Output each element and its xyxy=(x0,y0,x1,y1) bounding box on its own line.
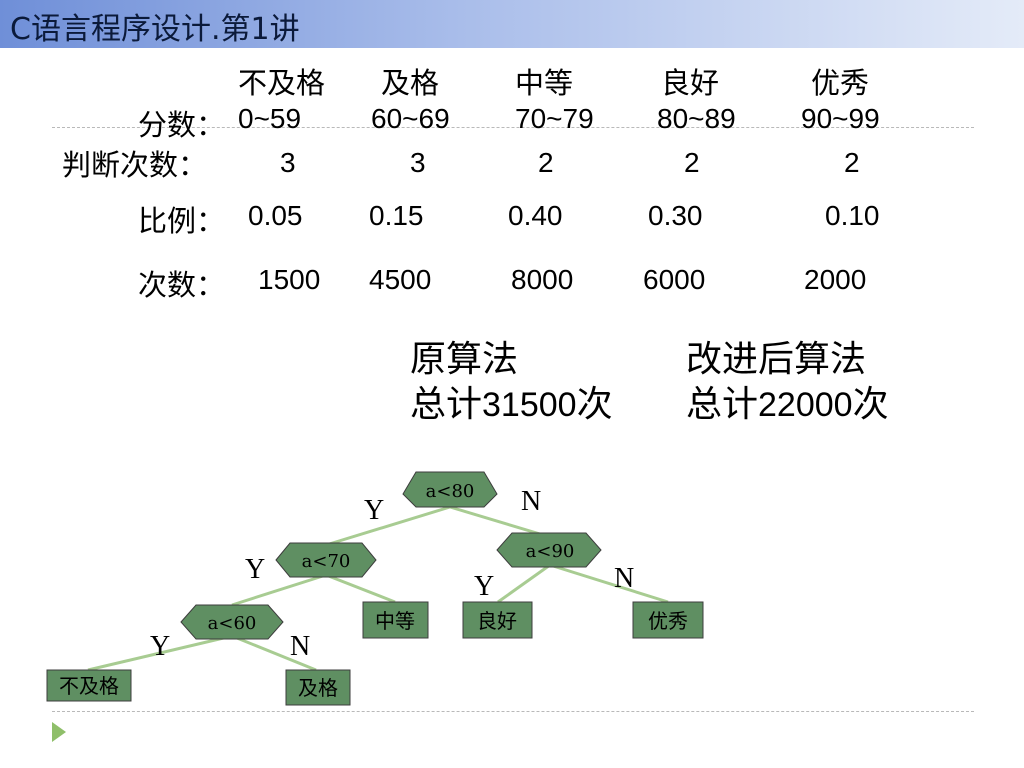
count-value: 6000 xyxy=(643,264,706,295)
branch-label-no: N xyxy=(521,486,541,517)
leaf-node-zhongdeng: 中等 xyxy=(362,601,429,639)
score-range: 70~79 xyxy=(515,103,594,134)
checks-row-label: 判断次数： xyxy=(62,148,208,182)
leaf-node-shape xyxy=(285,669,351,706)
condition-node-shape xyxy=(275,542,377,578)
ratio-value: 0.15 xyxy=(369,200,424,231)
leaf-node-shape xyxy=(46,669,132,702)
branch-label-yes: Y xyxy=(364,495,384,526)
improved-algorithm-title: 改进后算法 xyxy=(686,339,867,380)
grade-label: 不及格 xyxy=(238,66,326,100)
leaf-label: 不及格 xyxy=(59,674,119,698)
count-row-label: 次数： xyxy=(138,268,226,302)
edge-a90-lianghao xyxy=(497,563,551,604)
branch-label-yes: Y xyxy=(150,631,170,662)
edge-a60-jige xyxy=(231,634,317,672)
original-algorithm-title: 原算法 xyxy=(410,339,519,380)
condition-node-shape xyxy=(402,471,498,508)
branch-label-no: N xyxy=(290,631,310,662)
leaf-node-shape xyxy=(462,601,533,639)
leaf-node-shape xyxy=(362,601,429,639)
ratio-value: 0.30 xyxy=(648,200,703,231)
ratio-value: 0.10 xyxy=(825,200,880,231)
slide-header: C语言程序设计.第1讲 xyxy=(0,0,1024,48)
edge-a80-a90 xyxy=(449,505,551,539)
leaf-label: 中等 xyxy=(375,609,415,633)
improved-total-suffix: 次 xyxy=(852,384,889,425)
ratio-value: 0.05 xyxy=(248,200,303,231)
tree-edges xyxy=(87,505,669,672)
divider-top xyxy=(52,127,974,128)
divider-bottom xyxy=(52,711,974,712)
count-value: 8000 xyxy=(511,264,574,295)
branch-label-no: N xyxy=(614,563,634,594)
leaf-node-jige: 及格 xyxy=(285,669,351,706)
condition-node-a60: a<60 xyxy=(180,604,284,640)
score-range: 60~69 xyxy=(371,103,450,134)
grade-label: 中等 xyxy=(515,66,574,100)
condition-label: a<80 xyxy=(426,481,475,502)
leaf-node-bujige: 不及格 xyxy=(46,669,132,702)
branch-label-yes: Y xyxy=(474,571,494,602)
condition-node-shape xyxy=(496,532,602,568)
edge-a60-bujige xyxy=(87,634,233,672)
branch-label-yes: Y xyxy=(245,554,265,585)
ratio-value: 0.40 xyxy=(508,200,563,231)
play-triangle-icon[interactable] xyxy=(52,722,66,742)
grade-label: 良好 xyxy=(661,66,720,100)
score-range: 0~59 xyxy=(238,103,302,134)
ratio-row-label: 比例： xyxy=(138,204,226,238)
original-algorithm-total: 总计31500次 xyxy=(410,375,613,427)
leaf-node-lianghao: 良好 xyxy=(462,601,533,639)
count-value: 4500 xyxy=(369,264,432,295)
leaf-label: 及格 xyxy=(298,676,338,700)
condition-node-a90: a<90 xyxy=(496,532,602,568)
edge-a70-zhongdeng xyxy=(325,573,396,604)
check-count: 3 xyxy=(280,147,296,178)
score-range: 90~99 xyxy=(801,103,880,134)
edge-a70-a60 xyxy=(231,573,327,607)
count-value: 2000 xyxy=(804,264,867,295)
grade-label: 及格 xyxy=(381,66,440,100)
condition-label: a<90 xyxy=(526,541,575,562)
improved-algorithm-total: 总计22000次 xyxy=(686,375,889,427)
check-count: 2 xyxy=(538,147,554,178)
improved-total-value: 22000 xyxy=(758,386,853,424)
condition-node-shape xyxy=(180,604,284,640)
condition-label: a<60 xyxy=(208,613,257,634)
leaf-node-shape xyxy=(632,601,704,639)
check-count: 2 xyxy=(844,147,860,178)
condition-node-a80: a<80 xyxy=(402,471,498,508)
leaf-label: 优秀 xyxy=(648,609,688,633)
edge-a80-a70 xyxy=(325,505,451,547)
condition-label: a<70 xyxy=(302,551,351,572)
edge-a90-youxiu xyxy=(549,563,669,604)
original-total-prefix: 总计 xyxy=(410,384,483,425)
branch-labels: Y N Y Y N Y N xyxy=(150,486,634,662)
score-row-label: 分数： xyxy=(138,108,226,142)
leaf-label: 良好 xyxy=(477,609,517,633)
improved-total-prefix: 总计 xyxy=(686,384,759,425)
check-count: 3 xyxy=(410,147,426,178)
check-count: 2 xyxy=(684,147,700,178)
leaf-node-youxiu: 优秀 xyxy=(632,601,704,639)
grade-label: 优秀 xyxy=(811,66,870,100)
original-total-value: 31500 xyxy=(482,386,577,424)
original-total-suffix: 次 xyxy=(576,384,613,425)
condition-node-a70: a<70 xyxy=(275,542,377,578)
slide-title: C语言程序设计.第1讲 xyxy=(10,12,300,47)
count-value: 1500 xyxy=(258,264,321,295)
score-range: 80~89 xyxy=(657,103,736,134)
